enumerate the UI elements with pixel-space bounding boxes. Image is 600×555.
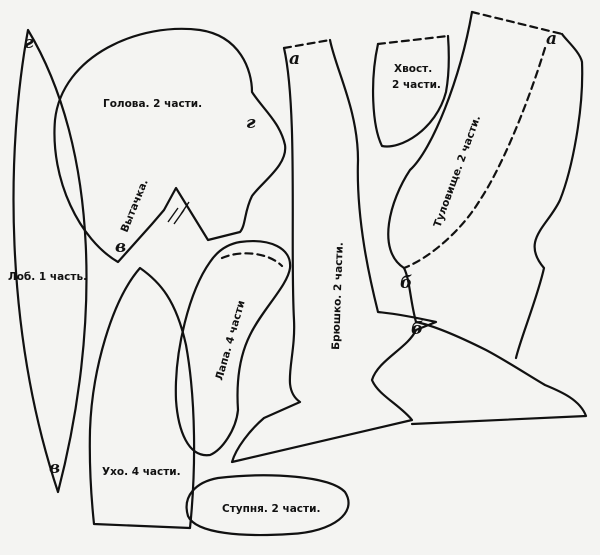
piece-lapa-seam (220, 252, 284, 268)
mark-v-golova: в (115, 237, 126, 257)
mark-g-lob: г (24, 33, 34, 53)
mark-a-bryushko: а (289, 49, 300, 69)
piece-bryushko-outline (230, 38, 438, 464)
mark-g-golova: г (246, 113, 256, 133)
mark-v-lob: в (49, 458, 60, 478)
label-hvost-line1: Хвост. (394, 63, 432, 75)
dart-notch-1 (167, 207, 179, 223)
piece-golova-outline (53, 27, 287, 264)
piece-hvost-outline (372, 34, 450, 148)
label-uho: Ухо. 4 части. (102, 466, 181, 478)
piece-tulovishche-outline (387, 10, 588, 426)
label-lob: Лоб. 1 часть. (8, 271, 87, 283)
piece-tulovishche-dash-back (402, 46, 547, 270)
dart-notch-3 (180, 201, 190, 215)
label-hvost-line2: 2 части. (392, 79, 441, 91)
piece-bryushko-dash-top (282, 38, 332, 50)
mark-b-tulovishche: б (400, 273, 412, 293)
piece-lob-outline (12, 28, 88, 494)
piece-stupnya-outline (185, 474, 350, 537)
label-vytachka: Вытачка. (119, 178, 151, 235)
piece-tulovishche-dash-top (470, 10, 564, 36)
label-lapa: Лапа. 4 части (213, 299, 247, 382)
label-bryushko: Брюшко. 2 части. (330, 242, 346, 350)
piece-uho-outline (88, 266, 196, 530)
piece-hvost-dash-top (376, 34, 450, 46)
piece-lapa-outline (174, 240, 292, 457)
label-stupnya: Ступня. 2 части. (222, 503, 320, 515)
label-golova: Голова. 2 части. (103, 98, 202, 110)
mark-a-tulovishche: а (546, 29, 557, 49)
label-tulovishche: Туловище. 2 части. (432, 114, 484, 229)
